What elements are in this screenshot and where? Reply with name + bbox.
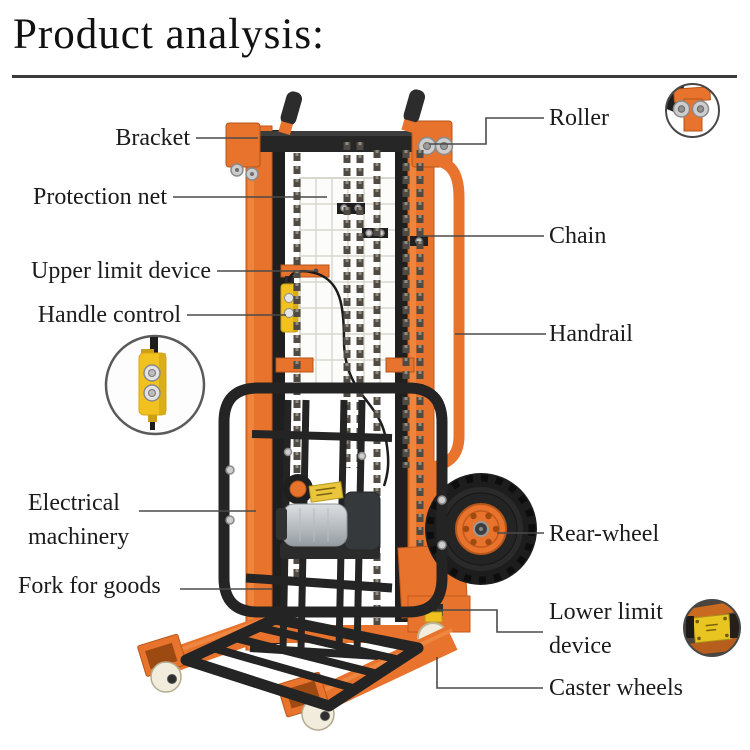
label-protection-net: Protection net [33, 184, 167, 210]
electrical-machinery-motor [276, 474, 381, 559]
motor-label [308, 481, 344, 503]
label-rear-wheel: Rear-wheel [549, 521, 660, 547]
fork-cross-tube [245, 573, 393, 593]
label-caster-wheels: Caster wheels [549, 675, 683, 701]
handle-control-closeup-icon [103, 333, 207, 437]
handle-grips [278, 89, 426, 135]
label-bracket: Bracket [115, 125, 190, 151]
page-title: Product analysis: [13, 11, 325, 58]
rear-wheel-assembly [425, 473, 537, 585]
lower-limit-closeup-icon [682, 598, 742, 658]
callout-lines [139, 117, 546, 689]
label-fork-for-goods: Fork for goods [18, 573, 161, 599]
frame-bolts [225, 447, 447, 550]
label-lower-limit-device: Lower limit device [549, 599, 663, 659]
lower-limit-line [437, 609, 543, 633]
label-roller: Roller [549, 105, 609, 131]
roller-closeup-icon [664, 82, 721, 139]
title-divider [12, 75, 737, 78]
caster-wheels-line [436, 657, 543, 689]
label-electrical-machinery: Electrical machinery [28, 490, 130, 550]
caster-wheel-left [150, 661, 182, 693]
label-handrail: Handrail [549, 321, 633, 347]
bracket-left [225, 122, 261, 181]
label-handle-control: Handle control [37, 302, 181, 328]
label-chain: Chain [549, 223, 607, 249]
lift-carriage [218, 382, 448, 660]
label-upper-limit-device: Upper limit device [31, 258, 211, 284]
top-beam [236, 131, 448, 152]
carriage-loop-handle [218, 382, 448, 618]
roller-line [429, 117, 544, 145]
